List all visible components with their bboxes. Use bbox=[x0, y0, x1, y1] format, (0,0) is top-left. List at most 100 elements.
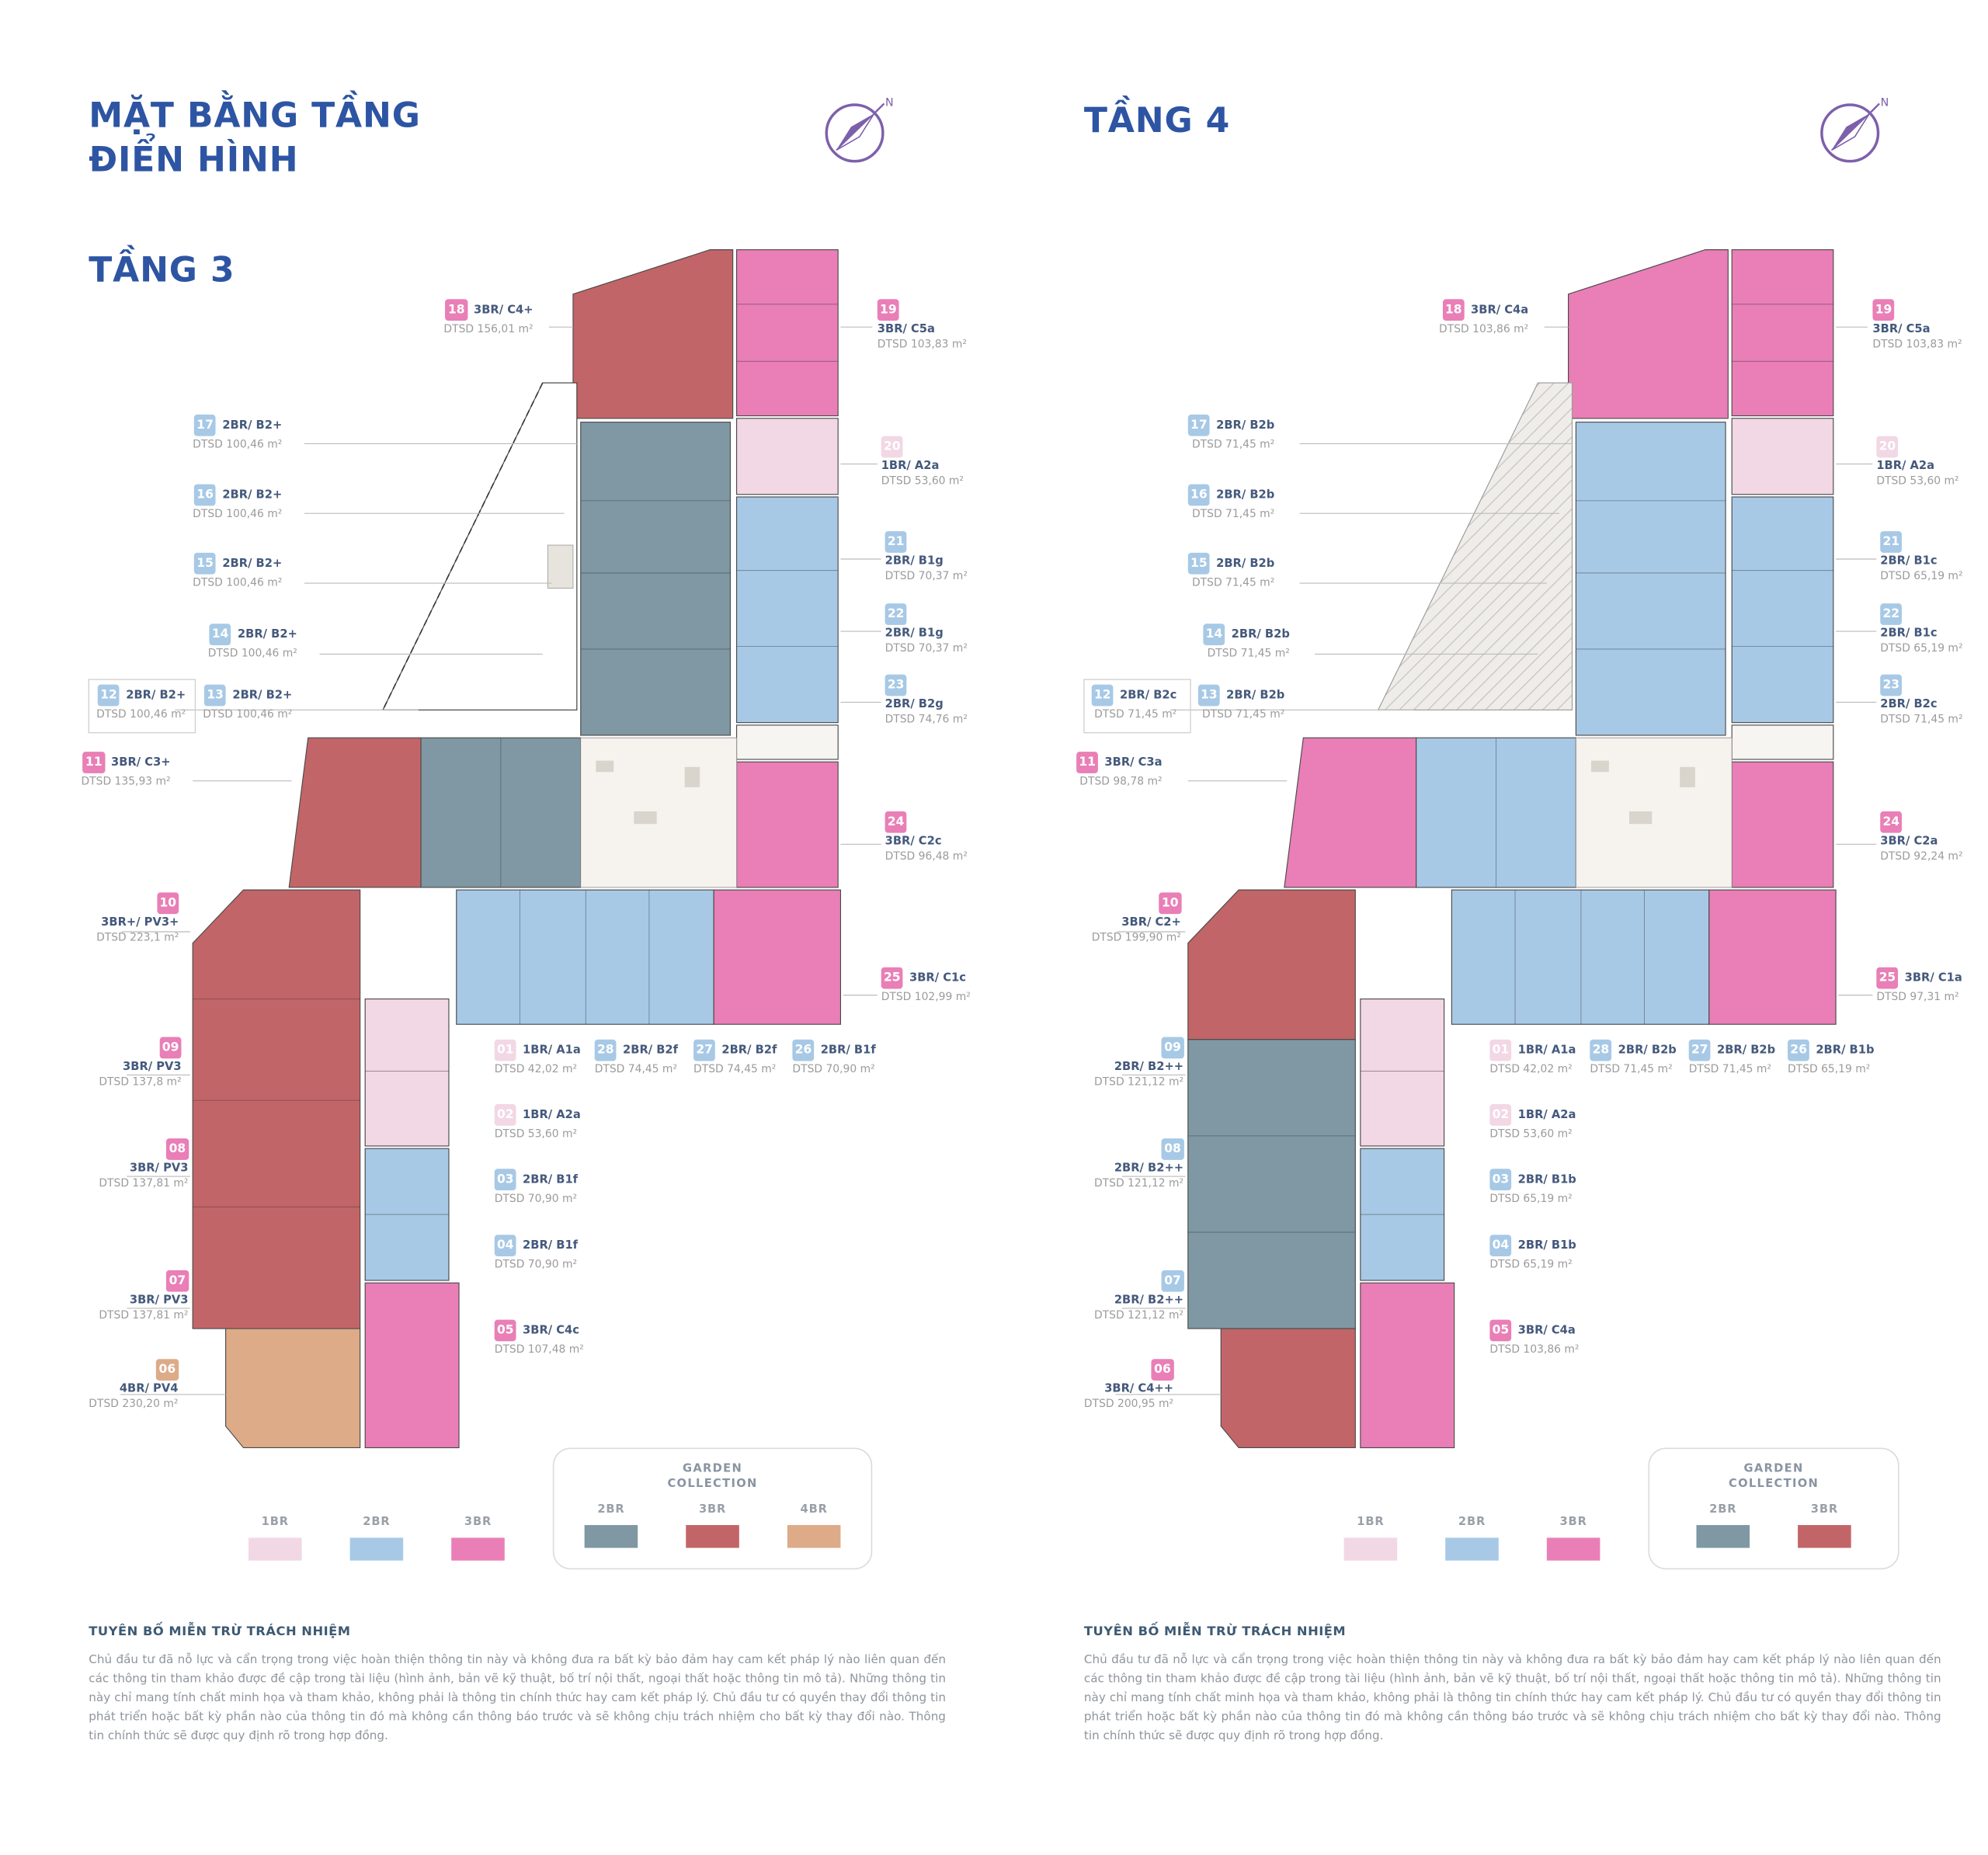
unit-type: 2BR/ B2++ bbox=[1114, 1162, 1184, 1176]
unit-type: 1BR/ A1a bbox=[1517, 1044, 1576, 1057]
page-title-line2: ĐIỂN HÌNH bbox=[89, 141, 299, 180]
unit-badge-22: 22 bbox=[885, 603, 907, 625]
unit-badge-16: 16 bbox=[194, 484, 217, 506]
unit-area: DTSD 107,48 m² bbox=[494, 1343, 584, 1357]
unit-type: 2BR/ B1c bbox=[1880, 555, 1938, 568]
unit-type: 3BR/ C4a bbox=[1471, 304, 1529, 317]
unit-area: DTSD 53,60 m² bbox=[494, 1128, 578, 1141]
disclaimer-title: TUYÊN BỐ MIỄN TRỪ TRÁCH NHIỆM bbox=[1083, 1625, 1347, 1640]
unit-type: 2BR/ B2+ bbox=[232, 689, 293, 702]
unit-area: DTSD 121,12 m² bbox=[1093, 1177, 1184, 1191]
unit-badge-08: 08 bbox=[166, 1138, 189, 1160]
unit-area: DTSD 70,90 m² bbox=[494, 1193, 578, 1206]
unit-type: 2BR/ B1f bbox=[523, 1173, 579, 1186]
unit-area: DTSD 137,8 m² bbox=[99, 1076, 182, 1089]
legend-item-2br: 2BR bbox=[349, 1516, 404, 1561]
legend-item-1br: 1BR bbox=[1343, 1516, 1398, 1561]
unit-badge-07: 07 bbox=[166, 1270, 189, 1292]
unit-area: DTSD 135,93 m² bbox=[81, 776, 171, 789]
unit-type: 3BR/ C2c bbox=[885, 835, 942, 849]
unit-type: 2BR/ B2++ bbox=[1114, 1061, 1184, 1074]
unit-badge-15: 15 bbox=[1187, 552, 1210, 575]
unit-type: 3BR/ C4c bbox=[523, 1324, 579, 1337]
unit-type: 2BR/ B2++ bbox=[1114, 1294, 1184, 1308]
unit-area: DTSD 121,12 m² bbox=[1093, 1309, 1184, 1322]
legend-label: 2BR bbox=[1709, 1503, 1737, 1517]
unit-area: DTSD 96,48 m² bbox=[885, 850, 968, 863]
legend-swatch bbox=[686, 1525, 739, 1548]
unit-area: DTSD 100,46 m² bbox=[193, 576, 283, 590]
unit-type: 1BR/ A1a bbox=[523, 1044, 581, 1057]
unit-type: 2BR/ B2+ bbox=[126, 689, 186, 702]
legend-swatch bbox=[451, 1537, 505, 1561]
unit-type: 2BR/ B2+ bbox=[222, 419, 283, 432]
unit-area: DTSD 65,19 m² bbox=[1880, 570, 1963, 584]
unit-type: 2BR/ B2b bbox=[1226, 689, 1285, 702]
unit-type: 3BR/ C3+ bbox=[111, 756, 171, 769]
unit-badge-03: 03 bbox=[494, 1169, 516, 1191]
unit-badge-15: 15 bbox=[194, 552, 217, 575]
disclaimer-body: Chủ đầu tư đã nỗ lực và cẩn trọng trong … bbox=[89, 1652, 946, 1744]
legend-label: 3BR bbox=[698, 1503, 727, 1517]
legend-swatch bbox=[584, 1525, 638, 1548]
plan-tang-4-leaders bbox=[1115, 326, 1877, 1395]
unit-badge-13: 13 bbox=[204, 684, 227, 707]
unit-badge-22: 22 bbox=[1880, 603, 1903, 625]
unit-type: 1BR/ A2a bbox=[1517, 1108, 1576, 1122]
unit-area: DTSD 65,19 m² bbox=[1880, 642, 1963, 656]
unit-area: DTSD 103,86 m² bbox=[1489, 1343, 1580, 1357]
unit-badge-05: 05 bbox=[1489, 1319, 1512, 1342]
unit-area: DTSD 70,37 m² bbox=[885, 642, 968, 656]
unit-badge-28: 28 bbox=[1590, 1039, 1612, 1061]
unit-type: 3BR/ C1c bbox=[909, 971, 966, 985]
disclaimer-tang-3: TUYÊN BỐ MIỄN TRỪ TRÁCH NHIỆM Chủ đầu tư… bbox=[89, 1625, 946, 1746]
unit-badge-23: 23 bbox=[1880, 674, 1903, 696]
unit-type: 2BR/ B2g bbox=[885, 698, 944, 711]
unit-12-callout-box bbox=[1083, 679, 1191, 734]
unit-type: 2BR/ B2b bbox=[1216, 488, 1275, 502]
legend-item-2br: 2BR bbox=[1696, 1504, 1750, 1548]
unit-badge-10: 10 bbox=[157, 892, 179, 915]
unit-type: 2BR/ B1f bbox=[820, 1044, 876, 1057]
unit-label-row: 01 1BR/ A1a bbox=[1489, 1039, 1576, 1061]
unit-label-row: 26 2BR/ B1f bbox=[792, 1039, 876, 1061]
unit-badge-28: 28 bbox=[594, 1039, 617, 1061]
legend-swatch bbox=[349, 1537, 404, 1561]
unit-badge-18: 18 bbox=[445, 299, 467, 321]
unit-badge-01: 01 bbox=[1489, 1039, 1512, 1061]
unit-badge-14: 14 bbox=[1203, 624, 1225, 646]
legend-swatch bbox=[787, 1525, 841, 1548]
plan-tang-3-walls bbox=[193, 304, 839, 1215]
unit-type: 3BR/ PV3 bbox=[123, 1061, 182, 1074]
plan-tang-4-walls bbox=[1187, 304, 1833, 1233]
unit-type: 2BR/ B2b bbox=[1716, 1044, 1776, 1057]
unit-badge-08: 08 bbox=[1161, 1138, 1184, 1160]
floor-title-tang-4: TẦNG 4 bbox=[1083, 101, 1231, 141]
unit-badge-26: 26 bbox=[792, 1039, 815, 1061]
plan-tang-3-leaders bbox=[120, 326, 881, 1395]
unit-badge-24: 24 bbox=[1880, 811, 1903, 833]
unit-area: DTSD 100,46 m² bbox=[207, 648, 297, 661]
legend-item-2br: 2BR bbox=[1445, 1516, 1499, 1561]
